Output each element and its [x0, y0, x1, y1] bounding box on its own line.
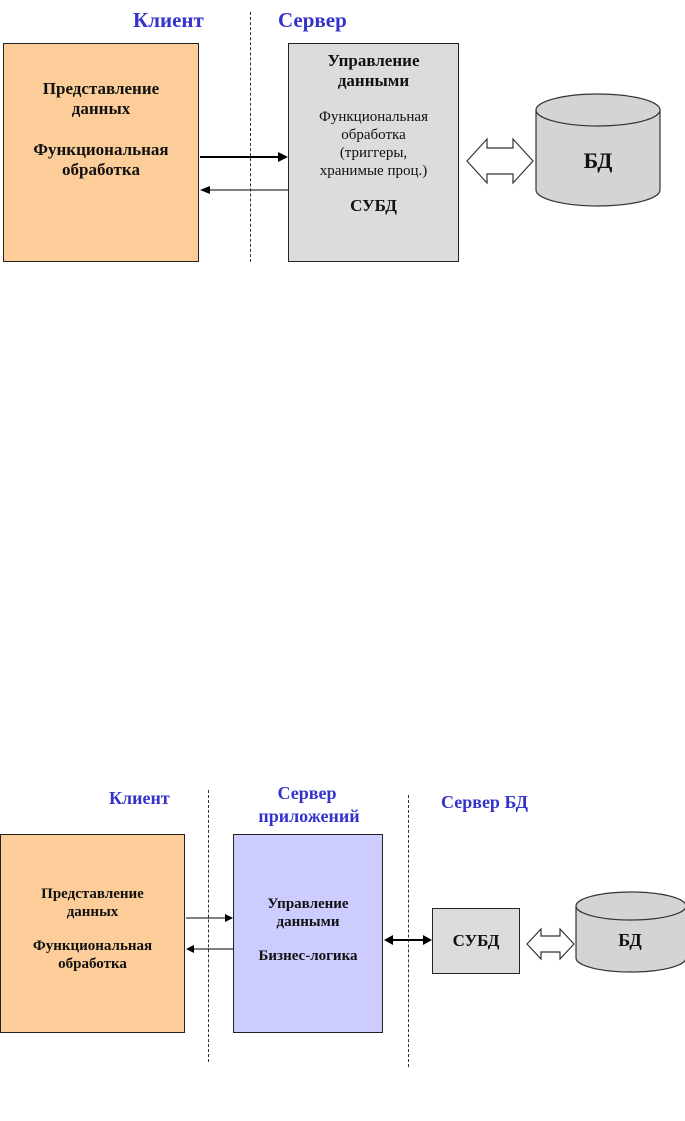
bottom-db-label: БД [576, 930, 684, 951]
bottom-app-dbms-arrow [384, 935, 432, 945]
bottom-request-arrow [186, 914, 233, 922]
bottom-response-arrow [186, 945, 233, 953]
bottom-db-double-arrow [527, 929, 574, 959]
